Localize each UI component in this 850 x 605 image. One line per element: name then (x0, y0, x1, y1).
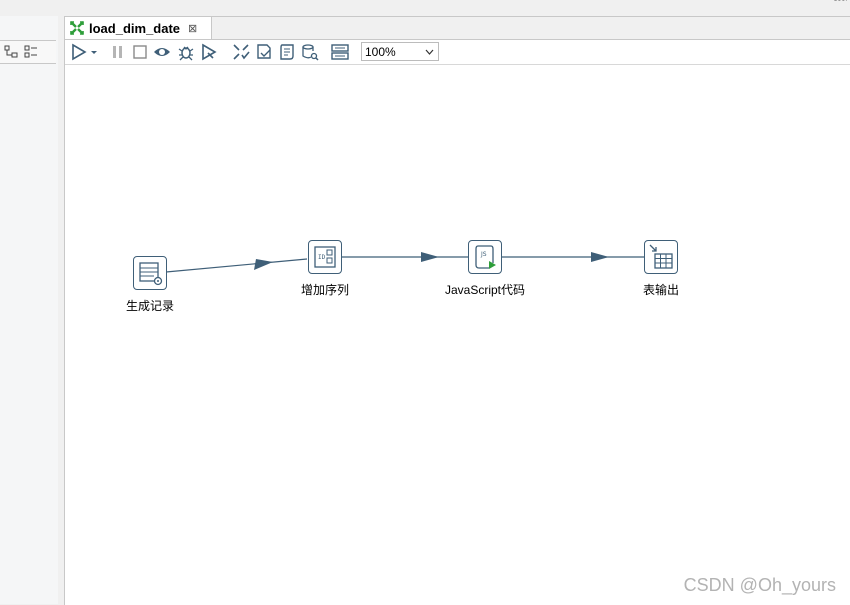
left-panel (0, 16, 59, 604)
show-results-icon[interactable] (331, 43, 349, 61)
analyze-impact-icon[interactable] (255, 43, 273, 61)
stop-icon[interactable] (131, 43, 149, 61)
tab-load-dim-date[interactable]: load_dim_date ⊠ (65, 17, 212, 39)
top-right-fragment: ᵘˢᵉʳ (833, 0, 848, 6)
step-table-output[interactable] (644, 240, 678, 274)
debug-icon[interactable] (177, 43, 195, 61)
chevron-down-icon (425, 49, 434, 55)
sql-icon[interactable] (278, 43, 296, 61)
hop-javascript-to-table-output[interactable] (502, 252, 644, 262)
verify-icon[interactable] (232, 43, 250, 61)
step-label: 表输出 (642, 283, 680, 297)
run-icon[interactable] (70, 43, 88, 61)
close-tab-icon[interactable]: ⊠ (188, 22, 198, 35)
svg-text:ID: ID (318, 254, 326, 261)
generate-rows-icon (139, 262, 163, 286)
tab-title: load_dim_date (89, 20, 181, 36)
editor-tab-bar: load_dim_date ⊠ (65, 17, 850, 40)
hop-generate-to-sequence[interactable] (165, 258, 308, 273)
preview-icon[interactable] (153, 43, 171, 61)
database-explore-icon[interactable] (301, 43, 319, 61)
tree-view-icon[interactable] (4, 45, 18, 59)
table-output-icon (649, 244, 673, 269)
hops-layer (165, 252, 644, 273)
javascript-icon: JS (475, 245, 496, 269)
hop-sequence-to-javascript[interactable] (341, 252, 468, 262)
list-view-icon[interactable] (24, 45, 38, 59)
run-dropdown-icon[interactable] (89, 43, 99, 61)
panel-sash[interactable] (58, 16, 64, 604)
pause-icon[interactable] (109, 43, 127, 61)
watermark: CSDN @Oh_yours (683, 575, 836, 595)
add-sequence-icon: ID (314, 246, 336, 268)
step-add-sequence[interactable]: ID (308, 240, 342, 274)
zoom-select[interactable]: 100% (361, 42, 439, 61)
transformation-editor: load_dim_date ⊠ 100% (64, 16, 850, 605)
transformation-toolbar: 100% (65, 40, 850, 65)
step-label: 增加序列 (300, 283, 350, 297)
transformation-canvas[interactable]: 生成记录 ID 增加序列 JS JavaScript代码 (65, 65, 850, 605)
left-panel-toolbar (0, 40, 56, 64)
transformation-icon (70, 21, 84, 35)
zoom-value: 100% (365, 44, 396, 59)
svg-text:JS: JS (480, 251, 487, 258)
replay-icon[interactable] (200, 43, 218, 61)
step-label: 生成记录 (125, 299, 175, 313)
step-generate-rows[interactable] (133, 256, 167, 290)
step-label: JavaScript代码 (444, 283, 526, 297)
step-javascript[interactable]: JS (468, 240, 502, 274)
